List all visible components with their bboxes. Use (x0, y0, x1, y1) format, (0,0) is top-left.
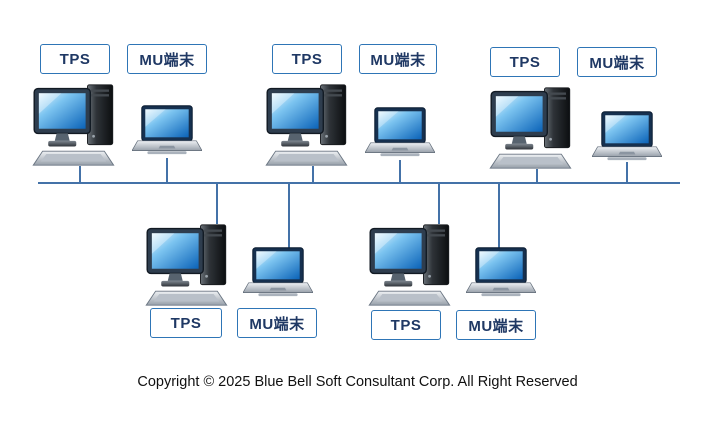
connector-line (79, 166, 81, 183)
mu-terminal-label: MU端末 (456, 310, 536, 340)
tps-label: TPS (40, 44, 110, 74)
connector-line (166, 158, 168, 183)
connector-line (536, 169, 538, 183)
laptop-icon (592, 111, 662, 161)
bus-line (38, 182, 680, 184)
mu-terminal-label: MU端末 (237, 308, 317, 338)
connector-line (216, 184, 218, 224)
laptop-icon (243, 247, 313, 297)
desktop-computer-icon (32, 84, 115, 166)
copyright-text: Copyright © 2025 Blue Bell Soft Consulta… (137, 374, 578, 390)
desktop-computer-icon (265, 84, 348, 166)
connector-line (399, 160, 401, 183)
connector-line (438, 184, 440, 224)
tps-label: TPS (371, 310, 441, 340)
connector-line (498, 184, 500, 248)
mu-terminal-label: MU端末 (127, 44, 207, 74)
laptop-icon (365, 107, 435, 157)
laptop-icon (132, 105, 202, 155)
tps-label: TPS (272, 44, 342, 74)
connector-line (626, 162, 628, 183)
desktop-computer-icon (145, 224, 228, 306)
laptop-icon (466, 247, 536, 297)
mu-terminal-label: MU端末 (359, 44, 437, 74)
tps-label: TPS (490, 47, 560, 77)
desktop-computer-icon (368, 224, 451, 306)
connector-line (312, 166, 314, 183)
desktop-computer-icon (489, 87, 572, 169)
connector-line (288, 184, 290, 248)
mu-terminal-label: MU端末 (577, 47, 657, 77)
tps-label: TPS (150, 308, 222, 338)
